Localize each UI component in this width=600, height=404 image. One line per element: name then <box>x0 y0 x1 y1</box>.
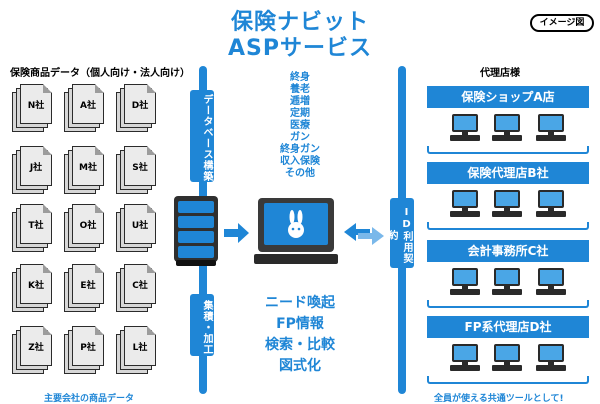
diagram-title-line2: ASPサービス <box>228 36 372 61</box>
arrow-right-icon <box>224 223 249 243</box>
company-label: J社 <box>29 163 43 173</box>
left-panel-title: 保険商品データ（個人向け・法人向け） <box>10 68 190 79</box>
computer-icon <box>536 190 566 220</box>
company-document-stack: C社 <box>116 264 158 312</box>
company-document-stack: T社 <box>12 204 54 252</box>
insurance-type-item: 養老 <box>290 84 310 95</box>
company-document-stack: O社 <box>64 204 106 252</box>
insurance-type-item: 医療 <box>290 120 310 131</box>
agency-bracket <box>427 146 589 154</box>
company-label: E社 <box>80 281 96 291</box>
right-panel-title: 代理店様 <box>480 68 520 79</box>
computer-icon <box>450 190 480 220</box>
agency-bracket <box>427 376 589 384</box>
computer-icon <box>536 114 566 144</box>
database-build-label: データベース構築 <box>190 90 214 182</box>
insurance-type-item: 終身ガン <box>280 144 320 155</box>
company-label: Z社 <box>28 343 44 353</box>
insurance-type-item: その他 <box>285 168 315 179</box>
insurance-type-item: 定期 <box>290 108 310 119</box>
company-document-stack: L社 <box>116 326 158 374</box>
company-document-stack: A社 <box>64 84 106 132</box>
computer-icon <box>492 268 522 298</box>
insurance-type-item: ガン <box>290 132 310 143</box>
agency-header: FP系代理店D社 <box>427 316 589 338</box>
diagram-title-line1: 保険ナビット <box>230 10 369 35</box>
computer-icon <box>536 344 566 374</box>
company-document-stack: N社 <box>12 84 54 132</box>
left-panel-caption: 主要会社の商品データ <box>44 394 135 404</box>
company-document-stack: D社 <box>116 84 158 132</box>
monitor-icon <box>254 198 338 270</box>
insurance-type-item: 収入保険 <box>280 156 320 167</box>
company-label: O社 <box>79 221 97 231</box>
company-label: L社 <box>132 343 148 353</box>
id-contract-label: ID利用契約 <box>386 198 414 268</box>
company-label: T社 <box>28 221 44 231</box>
feature-item: 図式化 <box>279 358 321 374</box>
agency-bracket <box>427 222 589 230</box>
computer-icon <box>450 344 480 374</box>
company-document-stack: S社 <box>116 146 158 194</box>
company-label: A社 <box>80 101 96 111</box>
agency-header: 保険ショップA店 <box>427 86 589 108</box>
agency-header: 保険代理店B社 <box>427 162 589 184</box>
computer-icon <box>492 344 522 374</box>
double-arrow-icon <box>344 223 384 245</box>
company-label: M社 <box>79 163 97 173</box>
company-label: N社 <box>27 101 45 111</box>
company-label: U社 <box>131 221 149 231</box>
insurance-type-item: 逓増 <box>290 96 310 107</box>
aggregate-process-label: 集積・加工 <box>190 294 214 356</box>
agency-bracket <box>427 300 589 308</box>
insurance-type-item: 終身 <box>290 72 310 83</box>
computer-icon <box>492 114 522 144</box>
agency-header: 会計事務所C社 <box>427 240 589 262</box>
computer-icon <box>492 190 522 220</box>
company-label: D社 <box>131 101 149 111</box>
company-label: C社 <box>132 281 148 291</box>
server-icon <box>174 196 218 268</box>
company-label: K社 <box>28 281 44 291</box>
company-document-stack: U社 <box>116 204 158 252</box>
feature-item: 検索・比較 <box>265 337 335 353</box>
company-document-stack: Z社 <box>12 326 54 374</box>
computer-icon <box>536 268 566 298</box>
company-document-stack: J社 <box>12 146 54 194</box>
rabbit-mascot-icon <box>288 210 304 238</box>
company-label: P社 <box>80 343 96 353</box>
company-document-stack: K社 <box>12 264 54 312</box>
company-document-stack: P社 <box>64 326 106 374</box>
feature-item: ニード喚起 <box>265 295 335 311</box>
image-badge: イメージ図 <box>530 14 594 32</box>
computer-icon <box>450 268 480 298</box>
company-document-stack: M社 <box>64 146 106 194</box>
right-panel-caption: 全員が使える共通ツールとして! <box>434 394 564 404</box>
computer-icon <box>450 114 480 144</box>
company-document-stack: E社 <box>64 264 106 312</box>
company-label: S社 <box>132 163 148 173</box>
feature-item: FP情報 <box>276 316 324 332</box>
